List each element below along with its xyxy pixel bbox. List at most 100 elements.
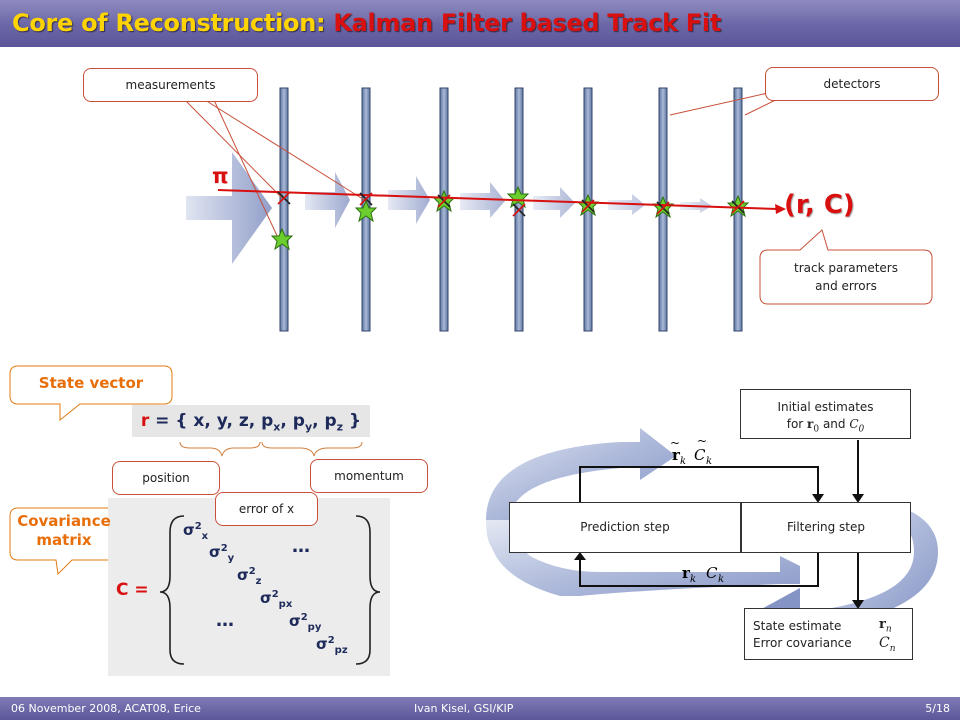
track-params-callout-text: track parameters and errors [760,259,932,295]
c-tilde-k-sub: k [706,456,712,467]
track-hit-7 [731,200,745,214]
cov-sub-px: px [278,599,293,610]
propagation-arrow-3 [388,176,430,224]
footer-left: 06 November 2008, ACAT08, Erice [11,702,201,715]
cov-sub-x: x [201,531,209,542]
r-tilde-accent: ~ [670,436,680,450]
cov-ellipsis-lower: … [216,610,234,631]
c-equals-label: C = [116,580,149,600]
detectors-callout: detectors [765,67,939,101]
initial-estimates-line-1: Initial estimates [777,400,874,414]
cov-sigma-y: σ2y [209,543,235,564]
cov-sub-y: y [227,553,235,564]
footer-page-number: 5/18 [925,702,950,715]
title-bar: Core of Reconstruction: Kalman Filter ba… [0,0,960,47]
covariance-label-line-2: matrix [36,531,92,549]
cov-sigma-py: σ2py [289,612,322,633]
track-line [217,189,779,210]
footer-center: Ivan Kisel, GSI/KIP [414,702,514,715]
c-tilde-accent: ~ [697,434,707,448]
cov-sub-z: z [255,576,262,587]
r-k-sub: k [690,574,696,585]
arrowhead-to-prediction [574,552,586,560]
error-covariance-label: Error covariance [753,636,852,650]
flow-filtering-to-prediction [579,552,819,587]
title-part-1: Core of Reconstruction: [12,9,334,37]
c0-symbol: C0 [849,417,865,435]
filtering-step-label: Filtering step [786,520,866,534]
state-estimate-box: State estimate Error covariance rn Cn [744,608,913,660]
initial-for: for [786,417,804,431]
formula-rest: = { x, y, z, p [149,411,274,431]
predicted-estimates-symbols: r ~ k C ~ k [670,434,712,467]
position-callout: position [112,461,220,495]
detector-plane-3 [439,87,449,332]
flow-prediction-to-filtering [579,466,819,502]
measurements-callout-text: measurements [125,78,216,92]
measurement-star-4 [506,185,530,209]
position-callout-text: position [142,471,190,485]
slide-title: Core of Reconstruction: Kalman Filter ba… [12,9,721,37]
cov-sigma-z: σ2z [237,566,262,587]
c-k: C [706,564,718,582]
cov-sigma-x: σ2x [183,521,209,542]
track-hit-3 [437,194,451,208]
track-params-line-2: and errors [815,279,877,293]
r-tilde-k: r [672,446,681,464]
filtered-estimates-symbols: r k C k [682,564,724,585]
cn-symbol: Cn [879,635,896,654]
covariance-panel [108,498,390,676]
covariance-label-line-1: Covariance [17,512,111,530]
r0-symbol: r0 [807,417,820,435]
covariance-label: Covariance matrix [10,512,118,550]
track-params-line-1: track parameters [794,261,898,275]
sigma-symbol: σ [316,635,328,653]
track-label: (r, C) [784,190,855,220]
propagation-arrow-1 [186,152,272,264]
initial-and: and [822,417,846,431]
detector-plane-1 [279,87,289,332]
error-of-x-callout-text: error of x [238,502,295,516]
propagation-arrow-4 [460,182,505,218]
track-arrowhead [775,204,786,214]
state-vector-label: State vector [38,374,144,392]
cov-sub-pz: pz [334,645,348,656]
r-tilde-k-sub: k [680,456,686,467]
sigma-symbol: σ [260,589,272,607]
sigma-symbol: σ [209,543,221,561]
formula-r: r [140,411,150,431]
position-brace [179,441,261,457]
state-estimate-label: State estimate [753,619,842,633]
momentum-callout: momentum [310,459,428,493]
prediction-step-label: Prediction step [580,520,670,534]
momentum-brace [261,441,363,457]
detector-planes [279,87,743,332]
track-hits [277,191,745,217]
error-of-x-callout: error of x [215,492,318,526]
c-tilde-k: C [694,446,706,464]
track-hit-2 [359,192,373,206]
state-vector-formula: r = { x, y, z, px, py, pz } [132,405,370,437]
propagation-arrows [186,152,712,264]
sigma-symbol: σ [183,521,195,539]
cov-sub-py: py [307,622,322,633]
propagation-arrow-2 [305,172,350,228]
propagation-arrow-5 [533,187,575,218]
track-hit-5 [581,199,595,213]
measurement-star-1 [270,227,294,251]
measurements-pointer-2 [204,99,367,202]
footer-bar: 06 November 2008, ACAT08, Erice Ivan Kis… [0,697,960,720]
detector-figure [184,87,933,332]
track-params-callout-bubble [759,229,933,305]
cov-sigma-px: σ2px [260,589,293,610]
title-part-2: Kalman Filter based Track Fit [333,9,721,37]
track-hit-1 [277,191,291,205]
track-hit-6 [656,201,670,215]
measurements-callout: measurements [83,68,258,102]
particle-label: π [212,164,229,188]
filtering-step-box: Filtering step [741,502,911,553]
measurements-pointer-1 [184,99,284,200]
initial-estimates-box: Initial estimates for r0 and C0 [740,389,911,439]
r-k: r [682,564,691,582]
sigma-symbol: σ [237,566,249,584]
